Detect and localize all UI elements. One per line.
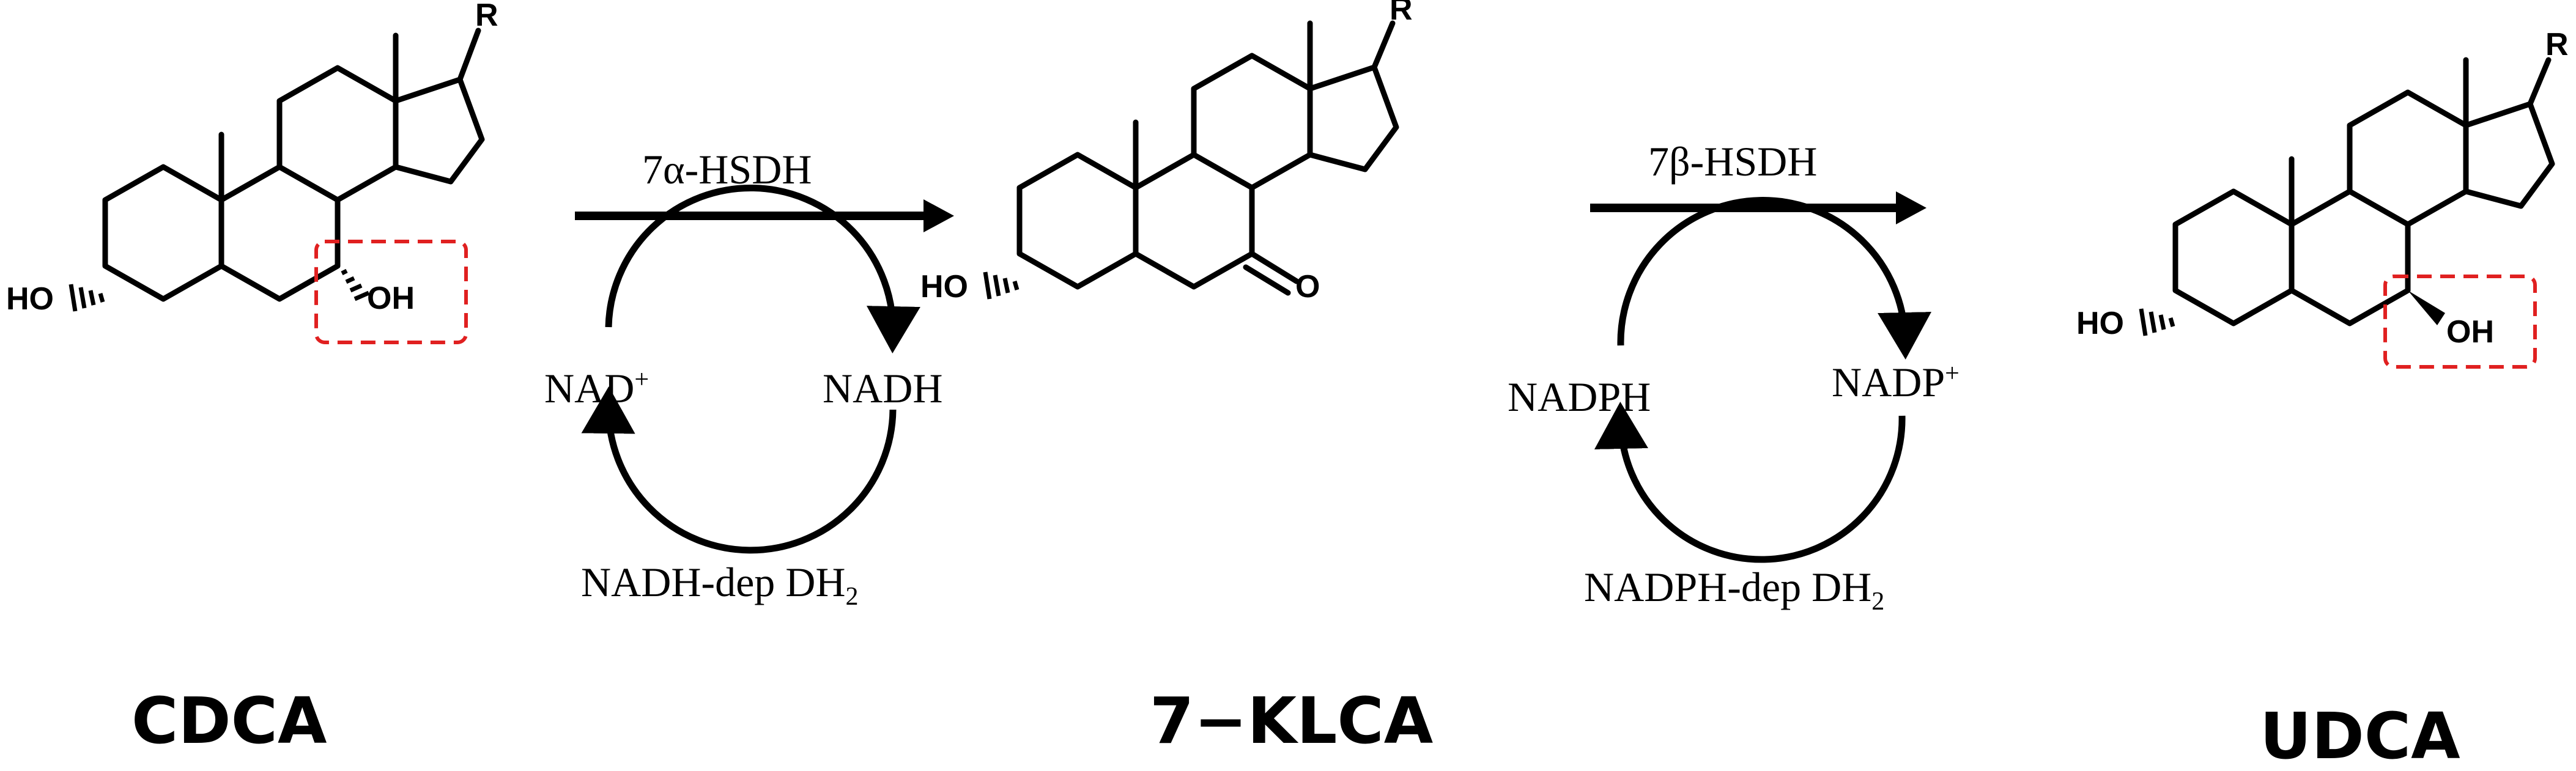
- regeneration-enzyme-label: NADH-dep DH2: [581, 559, 858, 611]
- highlight-box-7-oh: [314, 240, 468, 344]
- cofactor-nad-plus: NAD+: [544, 365, 649, 411]
- enzyme-label: 7β-HSDH: [1648, 138, 1817, 185]
- r-bond: [1371, 20, 1396, 70]
- oh-3-label: HO: [920, 269, 968, 304]
- cofactor-nadh: NADH: [823, 365, 942, 411]
- bold-wedge-7-oh: [2408, 290, 2445, 325]
- steroid-skeleton: [102, 32, 485, 302]
- enzyme-label: 7α-HSDH: [642, 146, 812, 193]
- cofactor-cycle: [581, 185, 920, 554]
- hashed-wedge-7-oh: [341, 268, 370, 301]
- steroid-skeleton: [1016, 20, 1399, 290]
- compound-name-7-klca: 7−KLCA: [1150, 684, 1433, 758]
- regeneration-enzyme-label: NADPH-dep DH2: [1584, 564, 1884, 616]
- r-group-label: R: [1390, 0, 1413, 27]
- udca-structure: R HO OH: [2076, 27, 2569, 369]
- r-group-label: R: [2545, 27, 2569, 62]
- r-bond: [457, 28, 481, 83]
- cofactor-nadp-plus: NADP+: [1832, 359, 1960, 405]
- oh-3-label: HO: [2076, 306, 2124, 341]
- reaction-arrow-head: [923, 199, 954, 232]
- cofactor-cycle: [1594, 197, 1931, 563]
- klca-structure: R HO O: [920, 0, 1413, 304]
- oh-7-label: OH: [367, 281, 415, 316]
- compound-name-cdca: CDCA: [131, 684, 327, 758]
- oh-7-label: OH: [2446, 314, 2494, 350]
- r-group-label: R: [475, 0, 498, 33]
- hashed-wedge-3-oh: [2139, 308, 2175, 336]
- oh-3-label: HO: [6, 281, 54, 317]
- hashed-wedge-3-oh: [983, 271, 1020, 300]
- keto-oxygen-label: O: [1295, 269, 1320, 304]
- r-bond: [2527, 57, 2552, 107]
- reaction-arrow-head: [1896, 191, 1926, 224]
- cofactor-nadph: NADPH: [1508, 374, 1651, 420]
- cdca-structure: R HO OH: [6, 0, 498, 344]
- keto-double-bond: [1243, 251, 1300, 296]
- reaction-step-1: 7α-HSDH NAD+ NADH NADH-dep DH2: [544, 146, 954, 611]
- reaction-step-2: 7β-HSDH NADPH NADP+ NADPH-dep DH2: [1508, 138, 1960, 616]
- compound-name-udca: UDCA: [2260, 699, 2460, 771]
- steroid-skeleton: [2172, 57, 2555, 326]
- hashed-wedge-3-oh: [68, 284, 105, 312]
